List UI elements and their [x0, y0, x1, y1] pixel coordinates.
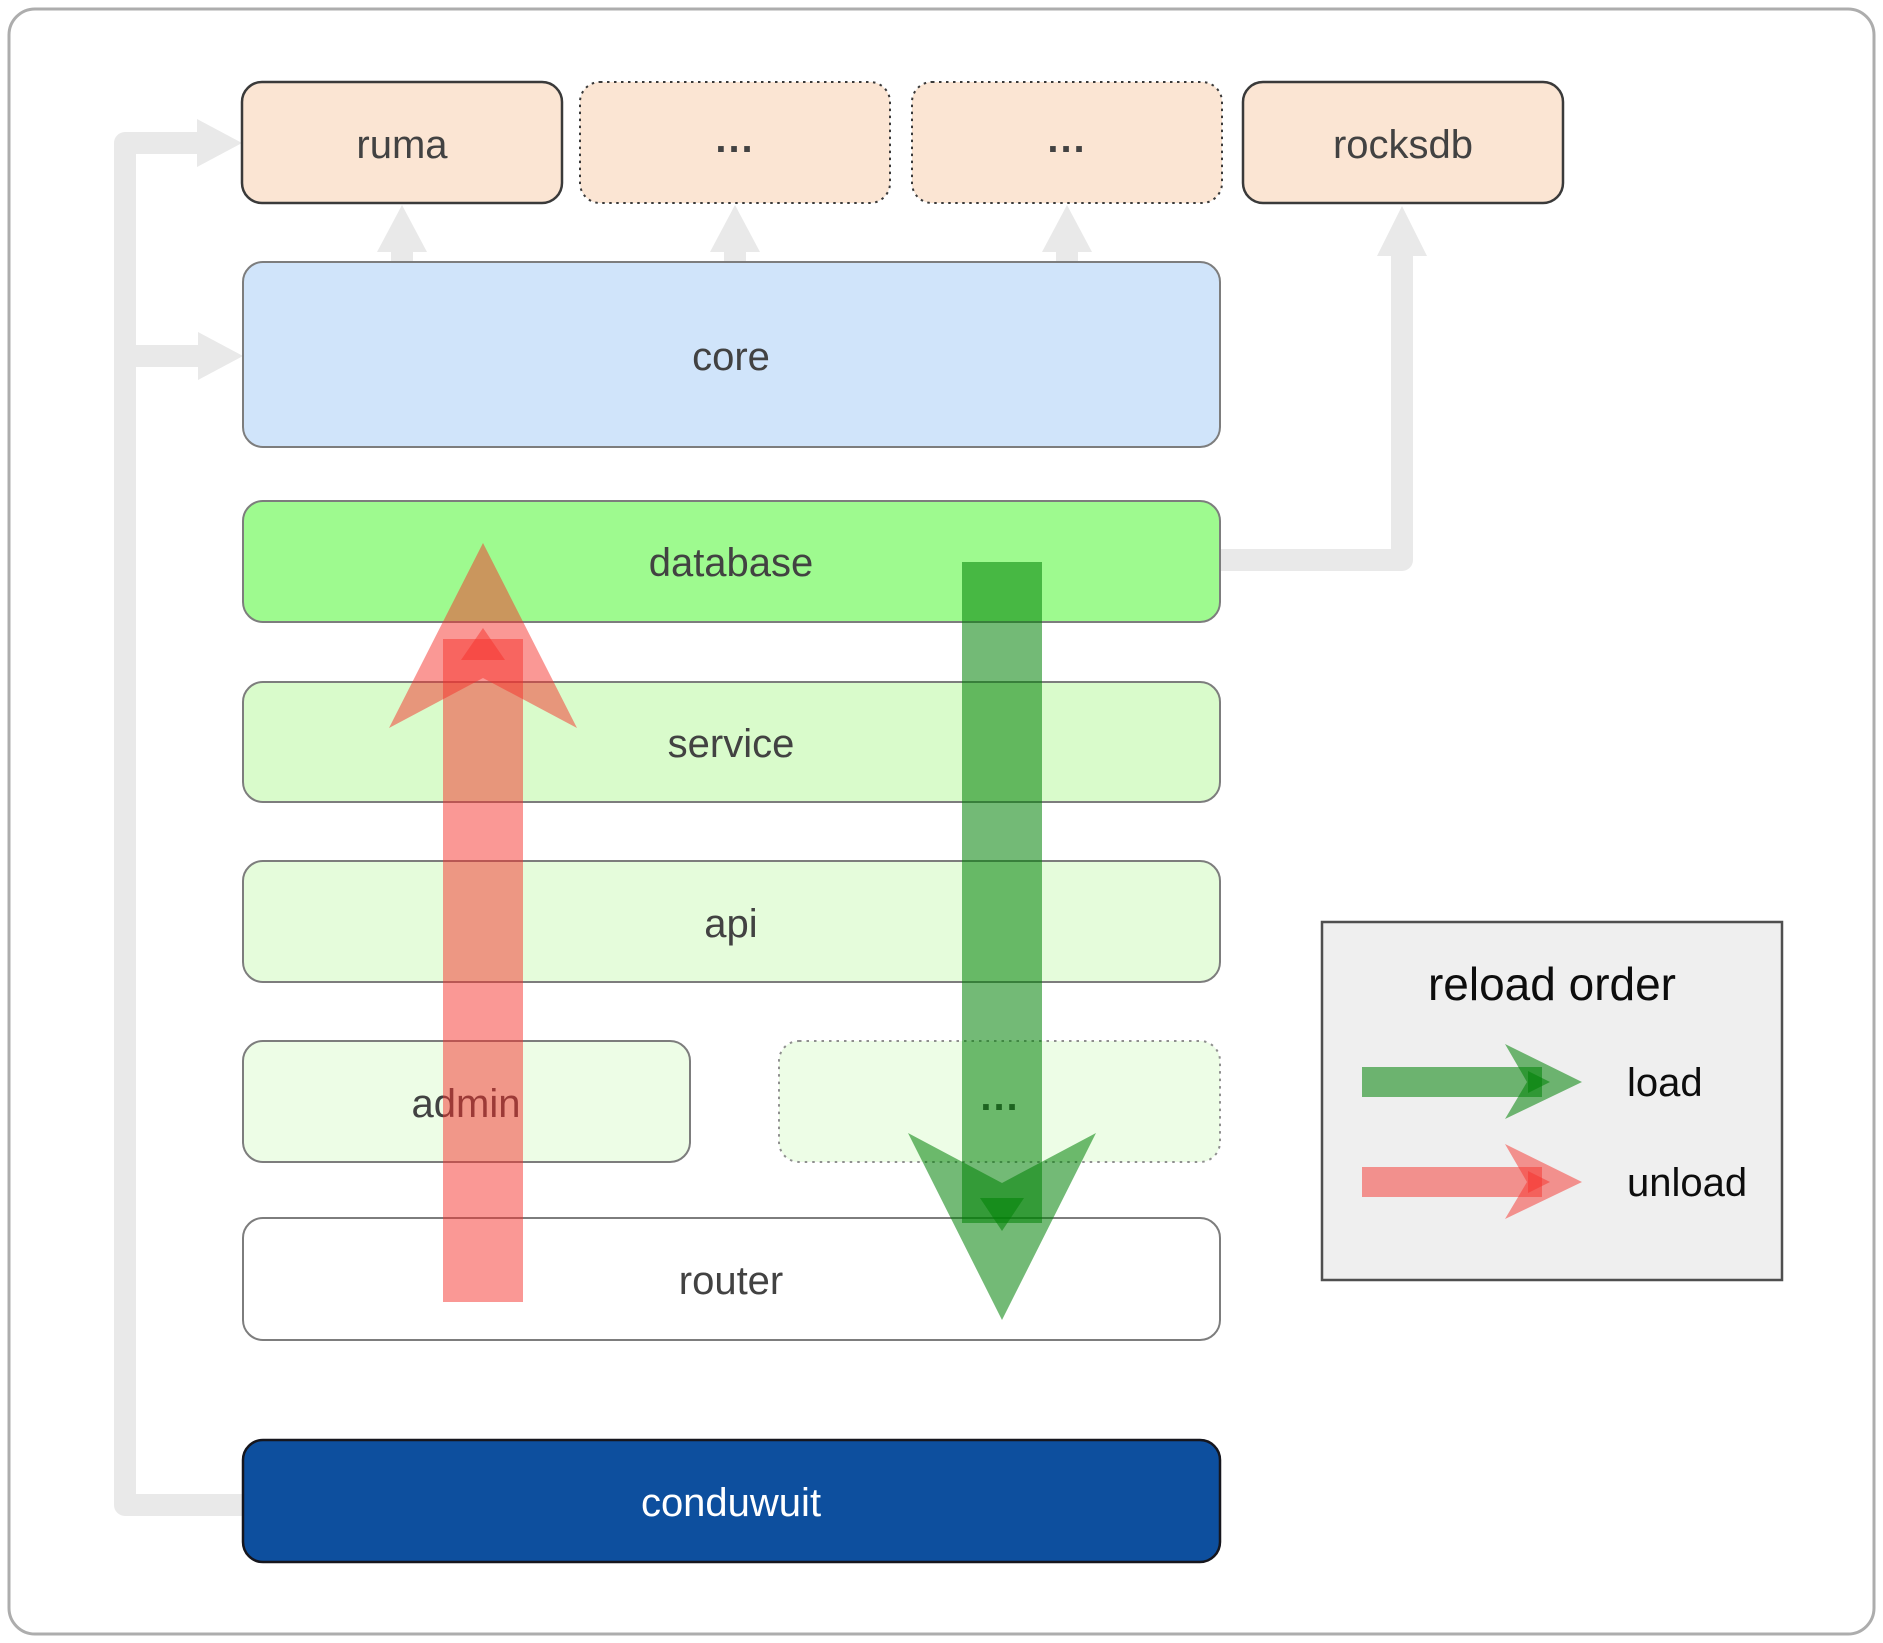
dependency-ellipsis-1-label: ...	[715, 117, 754, 161]
rocksdb-label: rocksdb	[1333, 123, 1473, 167]
unload-arrow-marker-icon	[461, 628, 505, 660]
box-dependency-ellipsis-2	[911, 81, 1223, 204]
unload-arrow-shaft	[443, 639, 523, 1302]
core-to-ruma-arrowhead-icon	[377, 205, 427, 252]
unload-arrow	[389, 543, 577, 1302]
legend-unload-arrow-shaft	[1362, 1167, 1542, 1197]
box-dependency-ellipsis-1	[579, 81, 891, 204]
database-to-rocksdb-connector	[1218, 254, 1413, 571]
conduwuit-to-ruma-connector	[114, 132, 243, 1516]
box-ruma	[240, 80, 564, 205]
ruma-label: ruma	[356, 123, 448, 167]
legend-unload-label: unload	[1627, 1161, 1747, 1205]
legend-load-marker-icon	[1528, 1071, 1550, 1093]
conduwuit-label: conduwuit	[641, 1481, 821, 1525]
service-label: service	[668, 722, 795, 766]
box-core	[242, 261, 1221, 448]
core-to-ellipsis2-arrow-shaft	[1056, 250, 1078, 263]
core-to-ellipsis1-arrow-shaft	[724, 250, 746, 263]
connector-arrowhead-core-icon	[198, 332, 243, 380]
core-label: core	[692, 335, 770, 379]
connector-arrowhead-ruma-icon	[197, 119, 242, 167]
legend: reload order load unload	[1320, 920, 1784, 1282]
connector-arrowhead-rocksdb-icon	[1377, 206, 1427, 256]
load-arrow-shaft	[962, 562, 1042, 1223]
box-rocksdb	[1241, 80, 1565, 205]
load-arrow	[908, 562, 1096, 1320]
legend-load-label: load	[1627, 1061, 1703, 1105]
core-to-ruma-arrow-shaft	[391, 250, 413, 263]
legend-title: reload order	[1428, 958, 1676, 1010]
database-label: database	[649, 541, 814, 585]
load-arrow-marker-icon	[980, 1198, 1024, 1231]
box-conduwuit	[241, 1438, 1222, 1564]
core-to-ellipsis2-arrowhead-icon	[1042, 205, 1092, 252]
core-to-ellipsis1-arrowhead-icon	[710, 205, 760, 252]
api-label: api	[704, 902, 757, 946]
gray-connectors	[114, 119, 1427, 1516]
dependency-ellipsis-2-label: ...	[1047, 117, 1086, 161]
legend-load-arrow-shaft	[1362, 1067, 1542, 1097]
router-label: router	[679, 1259, 784, 1303]
diagram-frame	[7, 7, 1876, 1636]
legend-unload-marker-icon	[1528, 1171, 1550, 1193]
legend-box	[1320, 920, 1784, 1282]
